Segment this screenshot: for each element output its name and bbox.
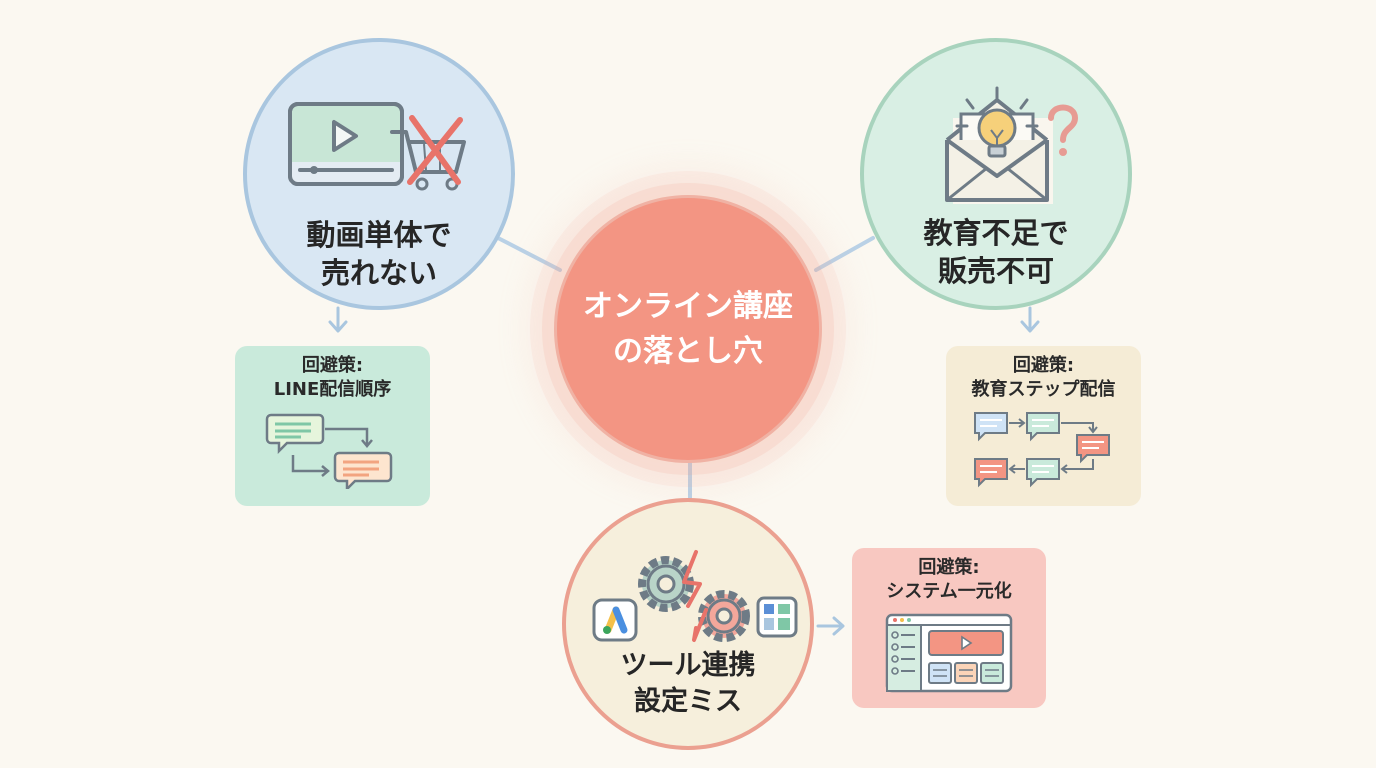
solution-card-system: 回避策: システム一元化 (852, 548, 1046, 708)
pitfall-title-education: 教育不足で 販売不可 (923, 216, 1069, 289)
connector-edu-center (814, 236, 875, 272)
lightbulb-icon (955, 86, 1039, 158)
video-player-icon (288, 102, 466, 191)
solution-title-system: 回避策: システム一元化 (886, 557, 1012, 603)
solution-title-education: 回避策: 教育ステップ配信 (971, 355, 1116, 401)
center-title: オンライン講座 の落とし穴 (583, 289, 793, 369)
dashboard-icon (885, 613, 1013, 692)
connector-video-center (496, 236, 562, 272)
pitfall-title-tools: ツール連携 設定ミス (620, 650, 756, 717)
solution-title-line: 回避策: LINE配信順序 (273, 355, 392, 401)
chat-flow-icon (265, 413, 392, 489)
arrow-edu-card (1020, 306, 1040, 333)
pitfall-node-education: 教育不足で 販売不可 (860, 38, 1132, 310)
lightning-icon (682, 550, 708, 642)
analytics-icon (756, 596, 798, 638)
pitfall-node-tools: ツール連携 設定ミス (562, 498, 814, 750)
step-flow-icon (973, 411, 1110, 488)
pitfall-node-video: 動画単体で 売れない (243, 38, 515, 310)
solution-card-line: 回避策: LINE配信順序 (235, 346, 430, 506)
gears-icon (592, 550, 798, 642)
solution-card-education: 回避策: 教育ステップ配信 (946, 346, 1141, 506)
google-ads-icon (592, 598, 638, 642)
pitfall-title-video: 動画単体で 売れない (306, 218, 452, 291)
arrow-video-card (328, 306, 348, 333)
center-topic-node: オンライン講座 の落とし穴 (554, 195, 822, 463)
envelope-icon (945, 86, 1079, 204)
question-mark-icon (1048, 104, 1079, 156)
arrow-tool-card (816, 616, 845, 636)
crossed-cart-icon (390, 115, 466, 191)
